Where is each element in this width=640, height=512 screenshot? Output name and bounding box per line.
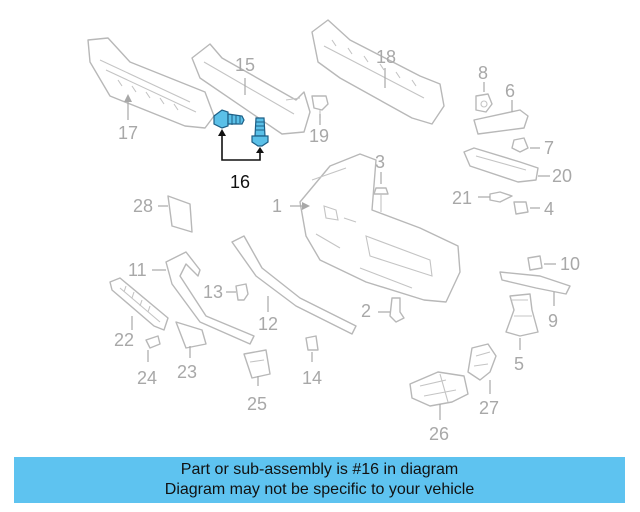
- part-12-lower-trim: [231, 235, 357, 335]
- part-4-clip: [513, 201, 529, 215]
- part-24-screw: [145, 335, 161, 349]
- callout-2: 2: [361, 301, 371, 321]
- part-20-side-bracket: [463, 147, 539, 183]
- part-15-upper-bracket: [191, 43, 311, 135]
- callout-4: 4: [544, 199, 554, 219]
- part-7-nut: [511, 137, 529, 153]
- part-16-screw-horizontal: [213, 109, 245, 129]
- part-3-bolt: [373, 187, 389, 212]
- part-21-screw: [489, 191, 513, 203]
- part-8-clip: [475, 93, 493, 113]
- leader-16: [221, 136, 261, 161]
- callout-25: 25: [247, 394, 267, 414]
- callout-17: 17: [118, 123, 138, 143]
- part-16-screw-vertical: [251, 117, 269, 147]
- parts-diagram: 17 15 18 19 16 8: [87, 19, 580, 444]
- callout-11: 11: [128, 260, 147, 280]
- part-9-side-strip: [499, 271, 571, 295]
- callout-23: 23: [177, 362, 197, 382]
- callout-9: 9: [548, 311, 558, 331]
- callout-24: 24: [137, 368, 157, 388]
- part-28-plate-bracket: [167, 195, 193, 233]
- banner-line-disclaimer: Diagram may not be specific to your vehi…: [164, 481, 475, 498]
- callout-16: 16: [230, 172, 250, 192]
- part-17-energy-absorber: [87, 37, 215, 129]
- callout-20: 20: [552, 166, 572, 186]
- arrowhead-16a: [218, 129, 226, 136]
- callout-5: 5: [514, 354, 524, 374]
- banner-line-part: Part or sub-assembly is #16 in diagram: [180, 461, 459, 478]
- callout-15: 15: [235, 55, 255, 75]
- part-5-boot: [505, 293, 539, 337]
- callout-12: 12: [258, 314, 278, 334]
- part-26-air-duct: [409, 371, 469, 407]
- part-2-bolt: [389, 297, 405, 323]
- callout-8: 8: [478, 63, 488, 83]
- arrowhead-1: [302, 202, 310, 210]
- part-18-reinforcement-bar: [311, 19, 445, 125]
- arrowhead-17: [124, 94, 132, 102]
- callout-26: 26: [429, 424, 449, 444]
- info-banner: Part or sub-assembly is #16 in diagram D…: [14, 457, 625, 503]
- callout-1: 1: [272, 196, 282, 216]
- arrowhead-16b: [256, 147, 264, 153]
- callout-19: 19: [309, 126, 329, 146]
- part-23-corner-piece: [175, 321, 207, 349]
- part-10-clip: [527, 255, 543, 271]
- callout-21: 21: [452, 188, 472, 208]
- part-25-cover: [243, 349, 271, 379]
- part-13-bolt: [235, 283, 249, 301]
- callout-3: 3: [375, 152, 385, 172]
- part-6-bracket: [473, 109, 529, 135]
- callout-6: 6: [505, 81, 515, 101]
- callout-28: 28: [133, 196, 153, 216]
- callout-13: 13: [203, 282, 223, 302]
- callout-10: 10: [560, 254, 580, 274]
- part-14-cap: [305, 335, 319, 351]
- callout-18: 18: [376, 47, 396, 67]
- part-1-bumper-cover: [299, 153, 461, 303]
- callout-14: 14: [302, 368, 322, 388]
- part-16-fasteners: [213, 109, 269, 147]
- part-22-grille: [109, 277, 169, 331]
- callout-22: 22: [114, 330, 134, 350]
- callout-7: 7: [544, 138, 554, 158]
- part-11-trim-strip: [165, 251, 255, 345]
- callout-27: 27: [479, 398, 499, 418]
- part-27-bracket: [467, 343, 497, 381]
